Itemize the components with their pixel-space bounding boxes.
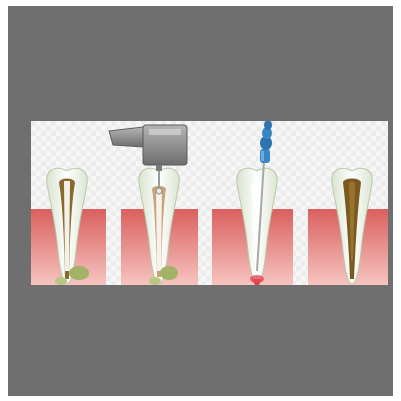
abscess-1 [69, 266, 89, 280]
root-canal-svg [31, 121, 388, 285]
root-canal-illustration [31, 121, 388, 285]
